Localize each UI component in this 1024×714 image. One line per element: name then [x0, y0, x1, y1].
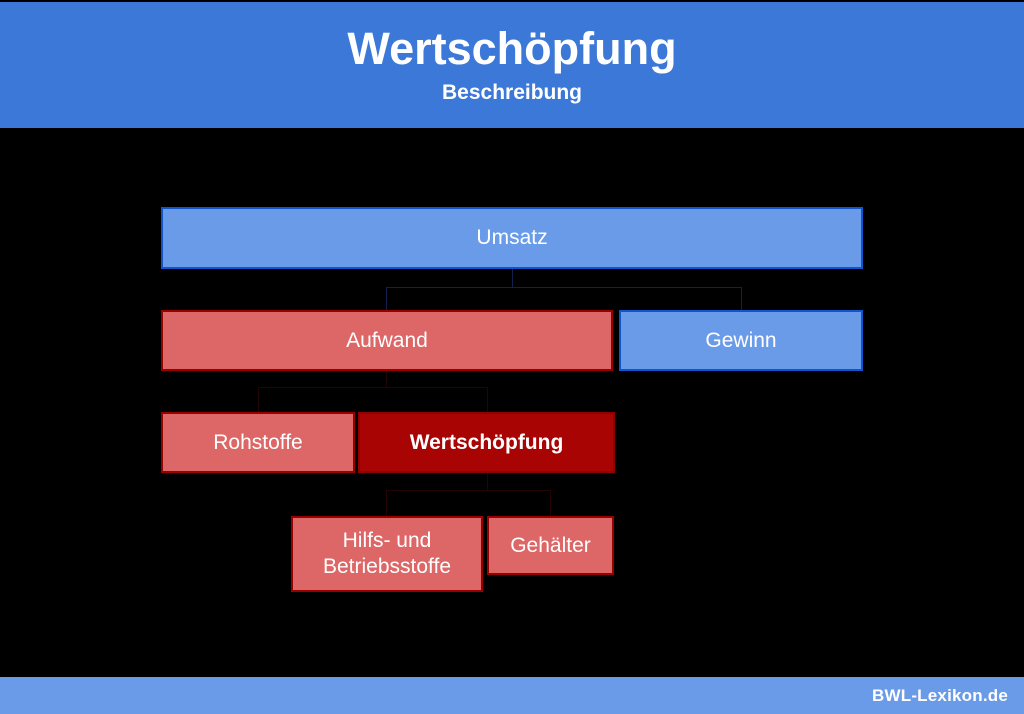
node-gehaelter[interactable]: Gehälter [487, 516, 614, 575]
connector-to-rohstoffe [258, 387, 259, 412]
node-aufwand-label: Aufwand [346, 328, 428, 352]
node-rohstoffe[interactable]: Rohstoffe [161, 412, 355, 473]
connector-to-wertschoepfung [487, 387, 488, 412]
node-hilfsstoffe-label-line2: Betriebsstoffe [322, 555, 452, 578]
connector-wertschoepfung-bar [386, 490, 551, 491]
header-banner: Wertschöpfung Beschreibung [0, 2, 1024, 128]
node-hilfsstoffe[interactable]: Hilfs- und Betriebsstoffe [291, 516, 483, 592]
connector-to-aufwand [386, 287, 387, 310]
connector-wertschoepfung-stem [487, 473, 488, 490]
node-rohstoffe-label: Rohstoffe [213, 430, 303, 454]
connector-umsatz-bar [386, 287, 742, 288]
connector-to-gehaelter [550, 490, 551, 516]
connector-aufwand-stem [386, 371, 387, 387]
node-wertschoepfung[interactable]: Wertschöpfung [358, 412, 615, 473]
page-subtitle: Beschreibung [441, 80, 583, 104]
diagram-canvas: Umsatz Aufwand Gewinn Rohstoffe Wertschö… [0, 128, 1024, 677]
connector-to-hilfsstoffe [386, 490, 387, 516]
footer-brand: BWL-Lexikon.de [872, 685, 1008, 705]
node-gehaelter-label: Gehälter [510, 533, 591, 557]
connector-umsatz-stem [512, 269, 513, 287]
node-umsatz[interactable]: Umsatz [161, 207, 863, 269]
connector-aufwand-bar [258, 387, 487, 388]
node-gewinn-label: Gewinn [705, 328, 777, 352]
node-umsatz-label: Umsatz [476, 226, 548, 250]
node-hilfsstoffe-label-line1: Hilfs- und [342, 529, 432, 553]
page-title: Wertschöpfung [347, 23, 677, 75]
connector-to-gewinn [741, 287, 742, 310]
node-aufwand[interactable]: Aufwand [161, 310, 613, 371]
node-wertschoepfung-label: Wertschöpfung [409, 430, 564, 454]
node-gewinn[interactable]: Gewinn [619, 310, 863, 371]
footer-bar: BWL-Lexikon.de [0, 677, 1024, 714]
